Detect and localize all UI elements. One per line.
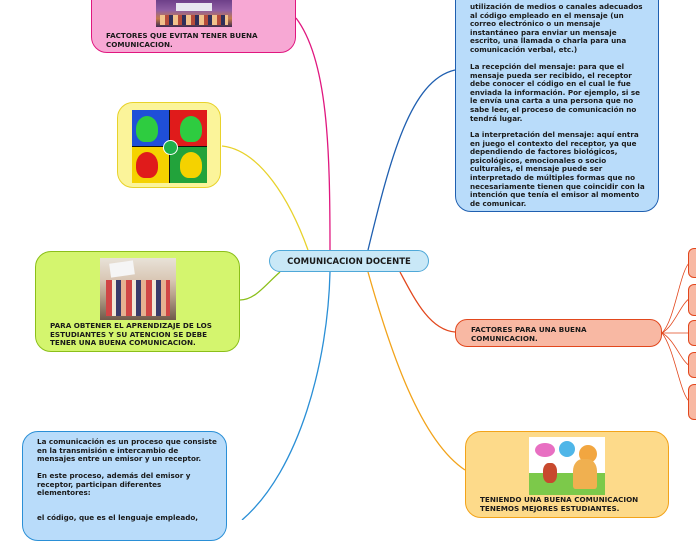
proceso-paragraph-2: En este proceso, además del emisor y rec… (37, 472, 217, 498)
topic-aprendizaje[interactable]: PARA OBTENER EL APRENDIZAJE DE LOS ESTUD… (35, 251, 240, 352)
topic-factores-buena[interactable]: FACTORES PARA UNA BUENA COMUNICACION. (455, 319, 662, 347)
classroom-photo (156, 0, 232, 27)
topic-aprendizaje-label: PARA OBTENER EL APRENDIZAJE DE LOS ESTUD… (50, 322, 230, 348)
proceso-paragraph-3: el código, que es el lenguaje empleado, (37, 514, 217, 523)
topic-factores-evitan[interactable]: FACTORES QUE EVITAN TENER BUENA COMUNICA… (91, 0, 296, 53)
topic-mejores[interactable]: TENIENDO UNA BUENA COMUNICACION TENEMOS … (465, 431, 669, 518)
topic-elementos[interactable]: utilización de medios o canales adecuado… (455, 0, 659, 212)
topic-proceso[interactable]: La comunicación es un proceso que consis… (22, 431, 227, 541)
subtopic-5[interactable] (688, 384, 696, 420)
topic-factores-buena-label: FACTORES PARA UNA BUENA COMUNICACION. (471, 326, 651, 343)
subtopic-2[interactable] (688, 284, 696, 316)
elementos-paragraph-1: utilización de medios o canales adecuado… (470, 3, 648, 55)
subtopic-3[interactable] (688, 320, 696, 346)
kids-cartoon-image (529, 437, 605, 495)
topic-faces-image[interactable] (117, 102, 221, 188)
proceso-paragraph-1: La comunicación es un proceso que consis… (37, 438, 217, 464)
students-classroom-photo (100, 258, 176, 320)
central-topic-label: COMUNICACION DOCENTE (270, 257, 428, 267)
subtopic-1[interactable] (688, 248, 696, 278)
elementos-paragraph-3: La interpretación del mensaje: aquí entr… (470, 131, 648, 208)
subtopic-4[interactable] (688, 352, 696, 378)
communicating-heads-image (132, 110, 207, 183)
topic-factores-evitan-label: FACTORES QUE EVITAN TENER BUENA COMUNICA… (106, 32, 286, 49)
topic-mejores-label: TENIENDO UNA BUENA COMUNICACION TENEMOS … (480, 496, 660, 513)
central-topic[interactable]: COMUNICACION DOCENTE (269, 250, 429, 272)
elementos-paragraph-2: La recepción del mensaje: para que el me… (470, 63, 648, 123)
